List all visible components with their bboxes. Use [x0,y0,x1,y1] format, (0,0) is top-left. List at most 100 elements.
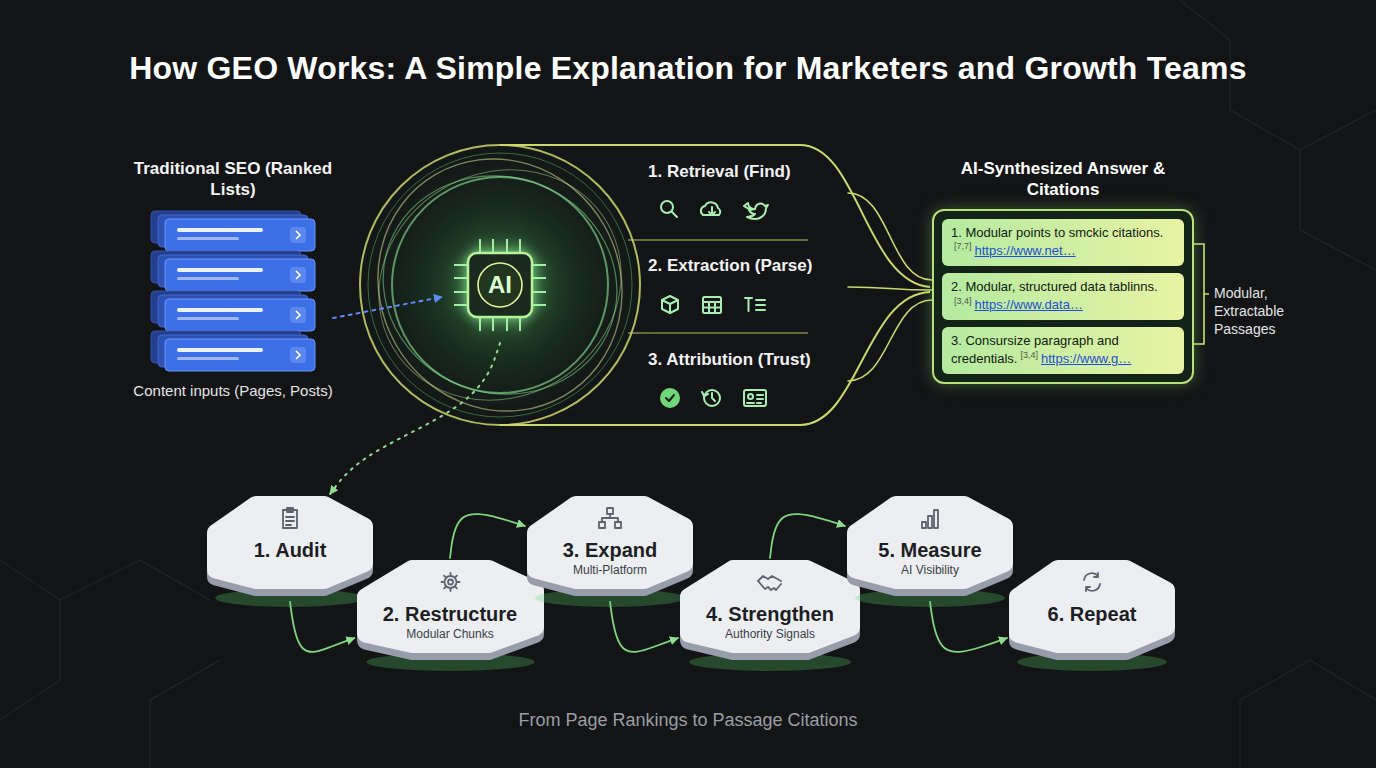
step-tile [536,505,684,580]
stage-icons [666,395,674,401]
process-step: 1. Audit [205,494,375,602]
ranked-list-stack [165,339,315,371]
pipeline-container [500,145,930,287]
process-step: 5. MeasureAI Visibility [845,494,1015,602]
step-tile [689,569,851,644]
step-title: 5. Measure [878,538,981,562]
flow-connector [930,602,1007,652]
flow-connector [333,297,442,318]
step-tile [1018,569,1166,644]
step-title: 6. Repeat [1048,602,1137,626]
step-tile [441,573,459,591]
flow-connector [848,287,932,290]
ranked-list-stack [296,311,300,319]
citation-link: https://www.net… [975,243,1076,258]
step-tile [283,508,297,528]
stage-icons [661,201,768,407]
ranked-list-stack [165,259,315,291]
stage-icons [661,389,679,407]
ai-glow-rings [332,114,668,456]
step-subtitle: Modular Chunks [406,627,493,643]
stage-icons [672,212,678,218]
process-step: 6. Repeat [1007,558,1177,666]
citation-card: 1. Modular points to smckic citations.[7… [942,219,1184,266]
pipeline-container [628,239,808,240]
ai-glow-rings [352,143,648,427]
passage-bracket [1194,244,1209,344]
ai-engine-chip: AI [442,227,558,343]
group-heading: Traditional SEO (Ranked Lists) [133,158,333,201]
background-hex-lines [0,560,60,720]
ai-glow-rings [335,120,665,450]
ranked-list-stack [133,205,333,377]
background-hex-lines [1300,150,1376,270]
flow-connector [610,602,678,652]
ranked-list-stack [165,219,315,251]
ranked-list-stack [290,267,306,283]
step-tile [599,508,621,528]
stage-icons [745,298,765,311]
citation-card: 2. Modular, structured data tablinns.[3,… [942,273,1184,320]
citation-ref: [3,4] [954,296,972,306]
ranked-list-stack [290,227,306,243]
flow-connector [848,300,932,381]
process-step: 3. ExpandMulti-Platform [525,494,695,602]
pipeline-container [500,292,930,425]
flow-connector [770,514,845,558]
chip-label: AI [442,227,558,343]
step-title: 2. Restructure [383,602,518,626]
ranked-list-stack [177,228,263,232]
step-tile [366,569,535,644]
ai-glow-rings [392,177,608,393]
step-subtitle: AI Visibility [901,563,959,579]
flow-connector [290,602,355,652]
stage-icons [747,395,763,403]
stage-title: 2. Extraction (Parse) [648,256,812,276]
diagram-caption: From Page Rankings to Passage Citations [0,710,1376,731]
step-tile [758,576,781,590]
side-label: Modular, Extractable Passages [1214,284,1318,339]
answer-frame: 1. Modular points to smckic citations.[7… [932,209,1194,384]
pipeline-container [360,145,930,425]
citation-ref: [7,7] [954,241,972,251]
ranked-list-stack [177,357,239,360]
ranked-list-stack [177,268,263,272]
pipeline-stage: 1. Retrieval (Find) [648,162,848,224]
ai-glow-rings [368,153,632,417]
panel-heading: AI-Synthesized Answer & Citations [932,158,1194,201]
ranked-list-stack [165,299,315,331]
step-subtitle: Multi-Platform [573,563,647,579]
ranked-list-stack [290,347,306,363]
stage-icons [702,392,715,401]
stage-title: 3. Attribution (Trust) [648,350,811,370]
answer-panel: AI-Synthesized Answer & Citations 1. Modu… [932,158,1194,384]
diagram-title: How GEO Works: A Simple Explanation for … [0,50,1376,87]
ai-glow-rings [332,114,668,456]
step-subtitle: Authority Signals [725,627,815,643]
step-tile [856,505,1004,580]
stage-icons [744,203,768,219]
content-input-stack: Traditional SEO (Ranked Lists)Content in… [133,158,333,400]
ranked-list-stack [296,231,300,239]
ranked-list-stack [177,308,263,312]
stage-icons [703,302,721,313]
step-tile [1084,573,1100,591]
background-hex-lines [1240,660,1376,768]
citation-link: https://www.g… [1041,351,1131,366]
citation-card: 3. Consursize paragraph and credentials.… [942,327,1184,374]
step-title: 1. Audit [254,538,327,562]
process-step: 4. StrengthenAuthority Signals [678,558,862,666]
passage-bracket [1194,244,1209,344]
background-hex-lines [60,560,210,600]
stage-icons [748,394,753,399]
ranked-list-stack [296,271,300,279]
citation-text: 1. Modular points to smckic citations. [951,225,1163,240]
background-hex-lines [150,660,220,768]
stage-icons [709,207,715,215]
citation-ref: [3,4] [1020,350,1038,360]
stage-icons [662,296,678,313]
pipeline-stage: 3. Attribution (Trust) [648,350,848,412]
stage-icons [703,297,721,313]
pipeline-container [628,332,808,333]
